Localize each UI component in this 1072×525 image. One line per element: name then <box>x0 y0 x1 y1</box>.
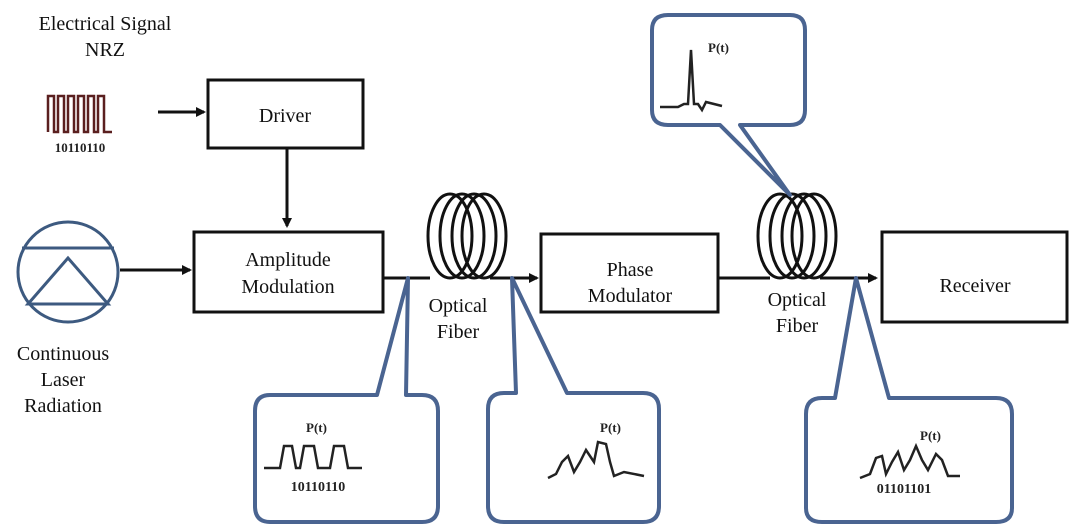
phase-label-line2: Modulator <box>588 285 673 307</box>
laser-label-line3: Radiation <box>24 395 102 417</box>
amplitude-modulation-block: Amplitude Modulation <box>192 230 385 314</box>
fiber2-label-line2: Fiber <box>776 315 819 337</box>
callout-modulation-bits: 10110110 <box>291 480 345 495</box>
phase-modulator-block: Phase Modulator <box>539 232 720 314</box>
callout-at-receiver: P(t) 01101101 <box>804 276 1014 524</box>
amplitude-label-line1: Amplitude <box>245 249 331 271</box>
driver-label: Driver <box>259 105 312 127</box>
nrz-waveform <box>46 94 112 134</box>
input-bits: 10110110 <box>55 140 106 155</box>
callout-after-fiber2: P(t) <box>650 13 807 197</box>
pulse-waveform-compressed <box>660 49 723 113</box>
laser-label-line1: Continuous <box>17 343 109 365</box>
callout-receiver-bits: 01101101 <box>877 482 931 497</box>
fiber2-label-line1: Optical <box>768 289 827 311</box>
phase-label-line1: Phase <box>607 259 654 281</box>
amplitude-label-line2: Modulation <box>241 276 334 298</box>
input-title-line1: Electrical Signal <box>39 13 172 35</box>
callout-fiber1-label: P(t) <box>600 420 621 435</box>
optical-fiber-1-coil <box>426 192 508 280</box>
callout-after-fiber1: P(t) <box>486 276 661 524</box>
callout-receiver-label: P(t) <box>920 428 941 443</box>
receiver-label: Receiver <box>939 275 1010 297</box>
callout-modulation-label: P(t) <box>306 420 327 435</box>
pulse-waveform-nrz <box>264 444 362 470</box>
driver-block: Driver <box>206 78 365 150</box>
input-title-line2: NRZ <box>85 39 125 61</box>
callout-after-modulation: P(t) 10110110 <box>253 276 440 524</box>
fiber1-label-line1: Optical <box>429 295 488 317</box>
input-signal: Electrical Signal NRZ 10110110 <box>39 13 172 155</box>
pulse-waveform-dispersed <box>547 440 645 480</box>
receiver-block: Receiver <box>880 230 1069 324</box>
optical-fiber-2-coil <box>756 192 838 280</box>
callout-top-label: P(t) <box>708 40 729 55</box>
pulse-waveform-received <box>859 442 960 480</box>
laser-source: Continuous Laser Radiation <box>16 220 120 417</box>
fiber1-label-line2: Fiber <box>437 321 480 343</box>
laser-label-line2: Laser <box>41 369 86 391</box>
